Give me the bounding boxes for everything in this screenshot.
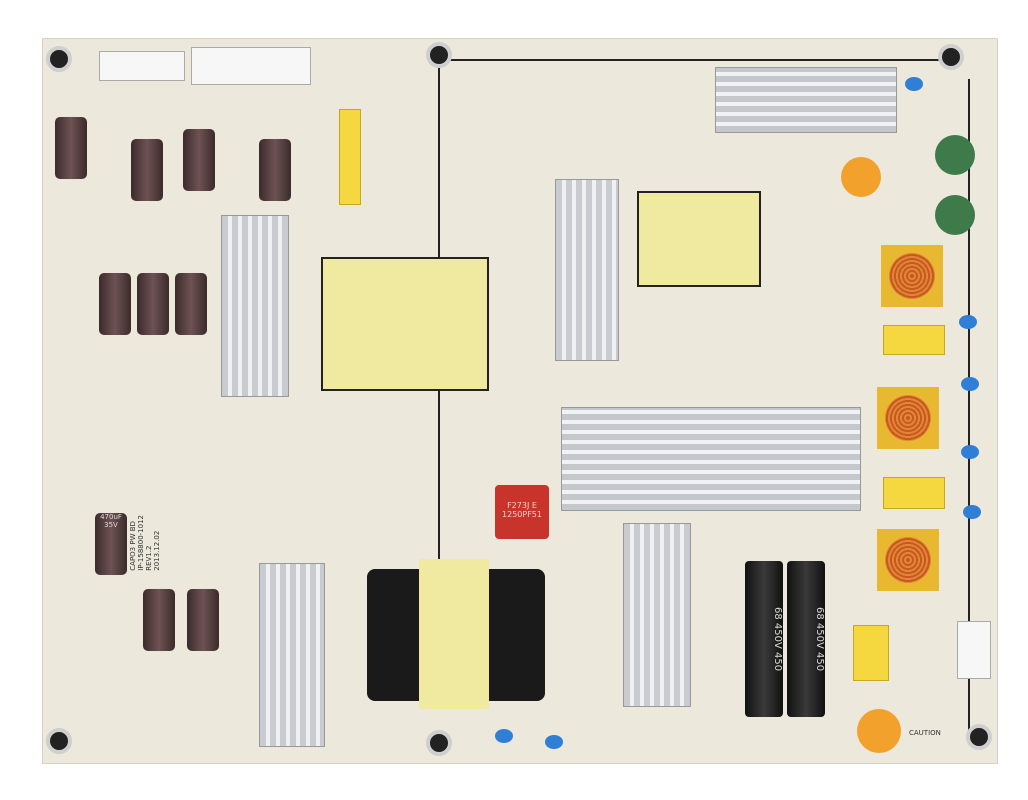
varistor — [935, 195, 975, 235]
capacitor — [187, 589, 219, 651]
y-capacitor — [959, 315, 977, 329]
bulk-capacitor: 68 450V 450 — [787, 561, 825, 717]
ac-input-connector — [957, 621, 991, 679]
heatsink — [221, 215, 289, 397]
capacitor — [99, 273, 131, 335]
x-capacitor — [853, 625, 889, 681]
connector — [191, 47, 311, 85]
thermistor — [857, 709, 901, 753]
pcb-board: 470uF 35V F273J E 1250PF51 68 450V 450 6… — [42, 38, 998, 764]
capacitor-marking: 68 450V 450 — [772, 606, 783, 672]
mounting-hole — [426, 42, 452, 68]
common-mode-choke — [877, 529, 939, 591]
transformer-tape — [419, 559, 489, 709]
heatsink — [623, 523, 691, 707]
capacitor — [259, 139, 291, 201]
heatsink — [555, 179, 619, 361]
connector — [99, 51, 185, 81]
common-mode-choke — [881, 245, 943, 307]
capacitor-marking: 1250PF51 — [502, 510, 542, 519]
capacitor — [131, 139, 163, 201]
y-capacitor — [545, 735, 563, 749]
heatsink — [259, 563, 325, 747]
mounting-hole — [426, 730, 452, 756]
board-label-line: IP-158800-1012 — [137, 515, 145, 571]
bulk-capacitor: 68 450V 450 — [745, 561, 783, 717]
y-capacitor — [961, 445, 979, 459]
transformer — [637, 191, 761, 287]
y-capacitor — [963, 505, 981, 519]
trace — [968, 79, 970, 739]
capacitor-marking: 68 450V 450 — [814, 606, 825, 672]
board-label-line: CAPO3 PW BD — [129, 521, 137, 571]
capacitor — [137, 273, 169, 335]
board-label: CAPO3 PW BD IP-158800-1012 REV1.2 2013.1… — [129, 515, 161, 571]
mounting-hole — [46, 46, 72, 72]
mounting-hole — [938, 44, 964, 70]
film-capacitor: F273J E 1250PF51 — [495, 485, 549, 539]
trace — [438, 59, 958, 61]
heatsink — [561, 407, 861, 511]
capacitor: 470uF 35V — [95, 513, 127, 575]
mounting-hole — [46, 728, 72, 754]
capacitor — [183, 129, 215, 191]
varistor — [935, 135, 975, 175]
board-label-line: REV1.2 — [145, 545, 153, 571]
capacitor — [55, 117, 87, 179]
board-label-line: 2013.12.02 — [153, 530, 161, 571]
capacitor — [143, 589, 175, 651]
common-mode-choke — [877, 387, 939, 449]
capacitor — [175, 273, 207, 335]
label-sticker — [339, 109, 361, 205]
transformer — [321, 257, 489, 391]
caution-label: CAUTION — [909, 729, 941, 737]
y-capacitor — [905, 77, 923, 91]
x-capacitor — [883, 325, 945, 355]
heatsink — [715, 67, 897, 133]
capacitor-marking: 470uF 35V — [100, 513, 122, 529]
thermistor — [841, 157, 881, 197]
mounting-hole — [966, 724, 992, 750]
x-capacitor — [883, 477, 945, 509]
capacitor-marking: F273J E — [507, 501, 537, 510]
y-capacitor — [495, 729, 513, 743]
y-capacitor — [961, 377, 979, 391]
